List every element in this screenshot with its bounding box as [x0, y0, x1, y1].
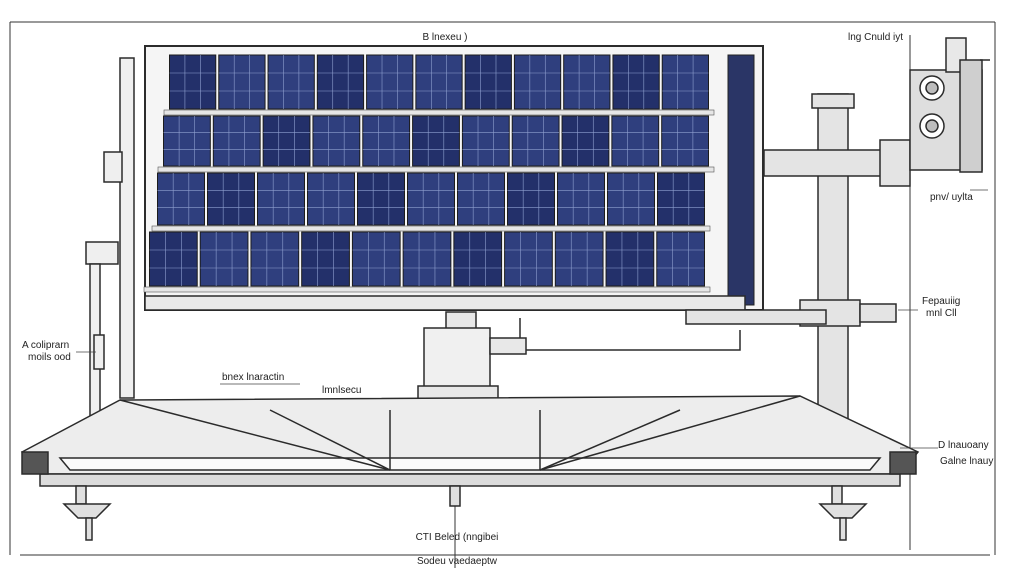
solar-module	[415, 54, 463, 110]
solar-module	[267, 54, 315, 110]
solar-module	[507, 172, 555, 226]
solar-module	[257, 172, 305, 226]
solar-module	[312, 115, 361, 167]
solar-module	[412, 115, 460, 167]
label-bottom-1: CTI Beled (nngibei	[415, 532, 499, 543]
label-left-1: A coliprarn	[22, 340, 70, 351]
solar-module	[250, 231, 300, 287]
solar-module	[453, 231, 503, 287]
solar-module	[218, 54, 266, 110]
solar-module	[656, 231, 705, 287]
label-right-pipe-2: mnl Cll	[926, 308, 957, 319]
leader-lines	[76, 189, 988, 449]
label-right-mid: pnv/ uylta	[930, 192, 973, 203]
solar-module	[464, 54, 512, 110]
diagram-title: B lnexeu )	[422, 32, 468, 43]
solar-module	[157, 172, 205, 226]
solar-module	[163, 115, 211, 167]
label-right-low-2: Galne lnauy	[940, 456, 994, 467]
base-truss	[20, 395, 920, 487]
solar-module	[169, 54, 217, 110]
panel-row-rail	[143, 286, 711, 293]
solar-module	[605, 231, 655, 287]
panel-row-rail	[157, 166, 715, 173]
solar-module	[612, 54, 660, 110]
solar-module	[504, 231, 553, 287]
solar-module	[563, 54, 611, 110]
pipe-icon	[685, 93, 911, 445]
solar-module	[661, 115, 710, 167]
solar-module	[307, 172, 355, 226]
solar-module	[212, 115, 261, 167]
panel-row-rail	[151, 225, 711, 232]
label-right-pipe-1: Fepauiig	[922, 296, 961, 307]
solar-module	[316, 54, 365, 110]
solar-module	[557, 172, 605, 226]
label-right-low-1: D lnauoany	[938, 440, 989, 451]
label-bottom-2: Sodeu vaedaeptw	[416, 556, 498, 567]
solar-module	[207, 172, 255, 226]
motor-icon	[909, 37, 990, 173]
panel-back-strip	[727, 54, 755, 306]
solar-module	[457, 172, 505, 226]
label-left-2: moils ood	[28, 352, 71, 363]
label-center-2: lmnlsecu	[322, 385, 362, 396]
solar-module	[351, 231, 401, 287]
solar-module	[657, 172, 705, 226]
solar-module	[301, 231, 350, 287]
solar-module	[362, 115, 411, 167]
solar-module	[199, 231, 249, 287]
solar-module	[461, 115, 510, 167]
solar-module	[366, 54, 414, 110]
label-top-right: lng Cnuld iyt	[848, 32, 904, 43]
solar-module	[407, 172, 455, 226]
solar-module	[561, 115, 610, 167]
solar-module	[661, 54, 710, 110]
solar-module	[513, 54, 562, 110]
solar-module	[402, 231, 452, 287]
solar-module	[357, 172, 405, 226]
solar-panel-icon	[143, 54, 715, 293]
support-feet	[62, 485, 868, 541]
solar-module	[607, 172, 655, 226]
solar-module	[262, 115, 311, 167]
solar-module	[149, 231, 198, 287]
panel-lower-rail	[144, 295, 746, 311]
central-pivot	[417, 311, 741, 407]
solar-module	[511, 115, 560, 167]
label-center-1: bnex lnaractin	[222, 372, 285, 383]
solar-module	[554, 231, 604, 287]
panel-row-rail	[163, 109, 715, 116]
solar-module	[611, 115, 660, 167]
